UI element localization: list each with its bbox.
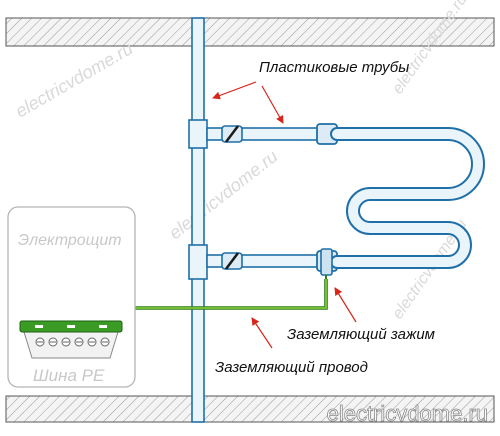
- watermark-2: electricvdome.ru: [165, 146, 281, 243]
- floor-slab: [5, 395, 495, 423]
- bus-label: Шина PE: [33, 366, 105, 385]
- arrow-wire: [251, 317, 273, 349]
- upper-valve: [221, 125, 243, 143]
- arrow-pipes-riser: [212, 81, 257, 100]
- upper-tee: [188, 119, 208, 149]
- watermark-3: electricvdome.ru: [389, 0, 470, 97]
- lower-tee: [188, 244, 208, 280]
- lower-valve: [221, 252, 243, 270]
- arrow-pipes-branch: [261, 85, 284, 124]
- footer-watermark: electricvdome.ru: [327, 401, 488, 426]
- wire-label: Заземляющий провод: [215, 359, 368, 376]
- pe-bus-bar: [19, 320, 123, 359]
- watermark-1: electricvdome.ru: [12, 38, 136, 121]
- grounding-clamp: [320, 248, 333, 281]
- riser-pipe: [191, 17, 205, 423]
- towel-rail: [330, 127, 485, 269]
- callout-arrows: [212, 81, 357, 349]
- ground-wire: [102, 279, 328, 319]
- clamp-label: Заземляющий зажим: [287, 326, 435, 343]
- pipes-label: Пластиковые трубы: [259, 59, 409, 76]
- ceiling-slab: [5, 17, 495, 47]
- panel-label: Электрощит: [18, 232, 122, 249]
- arrow-clamp: [334, 287, 357, 323]
